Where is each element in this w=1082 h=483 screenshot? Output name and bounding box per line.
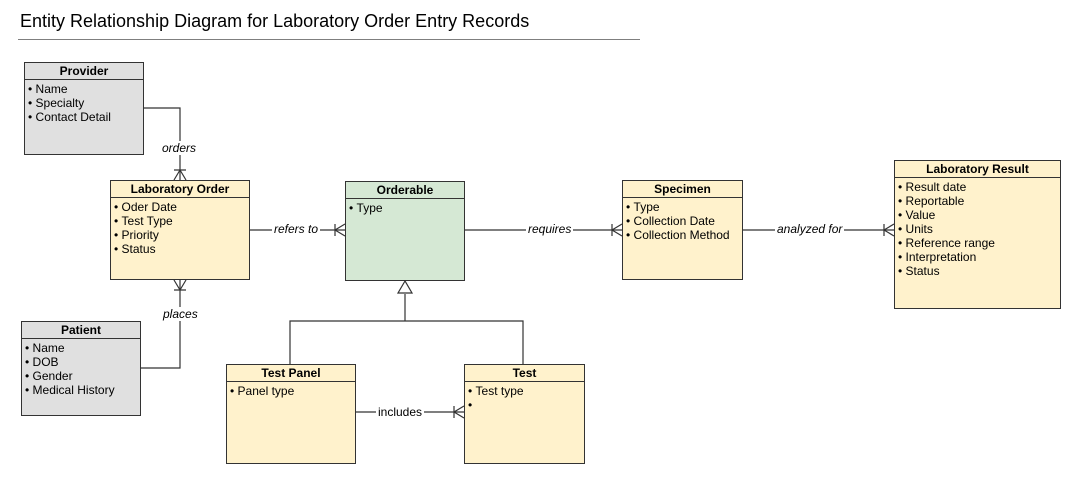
entity-laboratory-order-attributes: Oder Date Test Type Priority Status bbox=[111, 198, 249, 256]
entity-laboratory-result-name: Laboratory Result bbox=[895, 161, 1060, 178]
attribute: Contact Detail bbox=[28, 110, 143, 124]
relationship-label-requires: requires bbox=[526, 222, 574, 236]
attribute: Collection Date bbox=[626, 214, 742, 228]
attribute: Collection Method bbox=[626, 228, 742, 242]
crowfoot-orderable-left bbox=[333, 223, 346, 237]
attribute: Gender bbox=[25, 369, 140, 383]
entity-orderable-attributes: Type bbox=[346, 199, 464, 215]
entity-specimen-attributes: Type Collection Date Collection Method bbox=[623, 198, 742, 242]
entity-test-panel[interactable]: Test Panel Panel type bbox=[226, 364, 356, 464]
attribute: Value bbox=[898, 208, 1060, 222]
entity-test-panel-attributes: Panel type bbox=[227, 382, 355, 398]
attribute: Panel type bbox=[230, 384, 355, 398]
crowfoot-specimen-left bbox=[610, 223, 623, 237]
attribute: Oder Date bbox=[114, 200, 249, 214]
attribute: Medical History bbox=[25, 383, 140, 397]
entity-patient-name: Patient bbox=[22, 322, 140, 339]
attribute: Test type bbox=[468, 384, 584, 398]
diagram-title: Entity Relationship Diagram for Laborato… bbox=[20, 11, 530, 31]
entity-laboratory-order-name: Laboratory Order bbox=[111, 181, 249, 198]
entity-patient[interactable]: Patient Name DOB Gender Medical History bbox=[21, 321, 141, 416]
crowfoot-order-top bbox=[173, 168, 187, 181]
title-divider bbox=[18, 39, 640, 40]
entity-provider-name: Provider bbox=[25, 63, 143, 80]
entity-test-panel-name: Test Panel bbox=[227, 365, 355, 382]
attribute: Test Type bbox=[114, 214, 249, 228]
attribute: Name bbox=[25, 341, 140, 355]
attribute: Reference range bbox=[898, 236, 1060, 250]
attribute: Status bbox=[898, 264, 1060, 278]
relationship-label-refers-to: refers to bbox=[272, 222, 321, 236]
attribute bbox=[468, 398, 584, 412]
entity-provider[interactable]: Provider Name Specialty Contact Detail bbox=[24, 62, 144, 155]
attribute: Priority bbox=[114, 228, 249, 242]
relationship-label-analyzed-for: analyzed for bbox=[775, 222, 845, 236]
attribute: Type bbox=[626, 200, 742, 214]
attribute: Reportable bbox=[898, 194, 1060, 208]
inheritance-triangle bbox=[396, 279, 414, 294]
relationship-label-includes: includes bbox=[376, 405, 425, 419]
attribute: Status bbox=[114, 242, 249, 256]
attribute: DOB bbox=[25, 355, 140, 369]
entity-patient-attributes: Name DOB Gender Medical History bbox=[22, 339, 140, 397]
line-provider-order bbox=[144, 107, 181, 180]
attribute: Specialty bbox=[28, 96, 143, 110]
entity-provider-attributes: Name Specialty Contact Detail bbox=[25, 80, 143, 124]
entity-orderable[interactable]: Orderable Type bbox=[345, 181, 465, 281]
attribute: Name bbox=[28, 82, 143, 96]
line-generalization bbox=[289, 294, 524, 364]
entity-test[interactable]: Test Test type bbox=[464, 364, 585, 464]
entity-orderable-name: Orderable bbox=[346, 182, 464, 199]
entity-laboratory-result[interactable]: Laboratory Result Result date Reportable… bbox=[894, 160, 1061, 309]
relationship-label-orders: orders bbox=[160, 141, 199, 155]
attribute: Interpretation bbox=[898, 250, 1060, 264]
entity-specimen-name: Specimen bbox=[623, 181, 742, 198]
crowfoot-order-bottom bbox=[173, 279, 187, 292]
attribute: Result date bbox=[898, 180, 1060, 194]
line-order-patient bbox=[141, 280, 181, 369]
relationship-label-places: places bbox=[161, 307, 200, 321]
entity-laboratory-result-attributes: Result date Reportable Value Units Refer… bbox=[895, 178, 1060, 278]
entity-specimen[interactable]: Specimen Type Collection Date Collection… bbox=[622, 180, 743, 280]
crowfoot-test-left bbox=[452, 405, 465, 419]
attribute: Type bbox=[349, 201, 464, 215]
attribute: Units bbox=[898, 222, 1060, 236]
crowfoot-result-left bbox=[882, 223, 895, 237]
entity-test-attributes: Test type bbox=[465, 382, 584, 412]
entity-test-name: Test bbox=[465, 365, 584, 382]
entity-laboratory-order[interactable]: Laboratory Order Oder Date Test Type Pri… bbox=[110, 180, 250, 280]
